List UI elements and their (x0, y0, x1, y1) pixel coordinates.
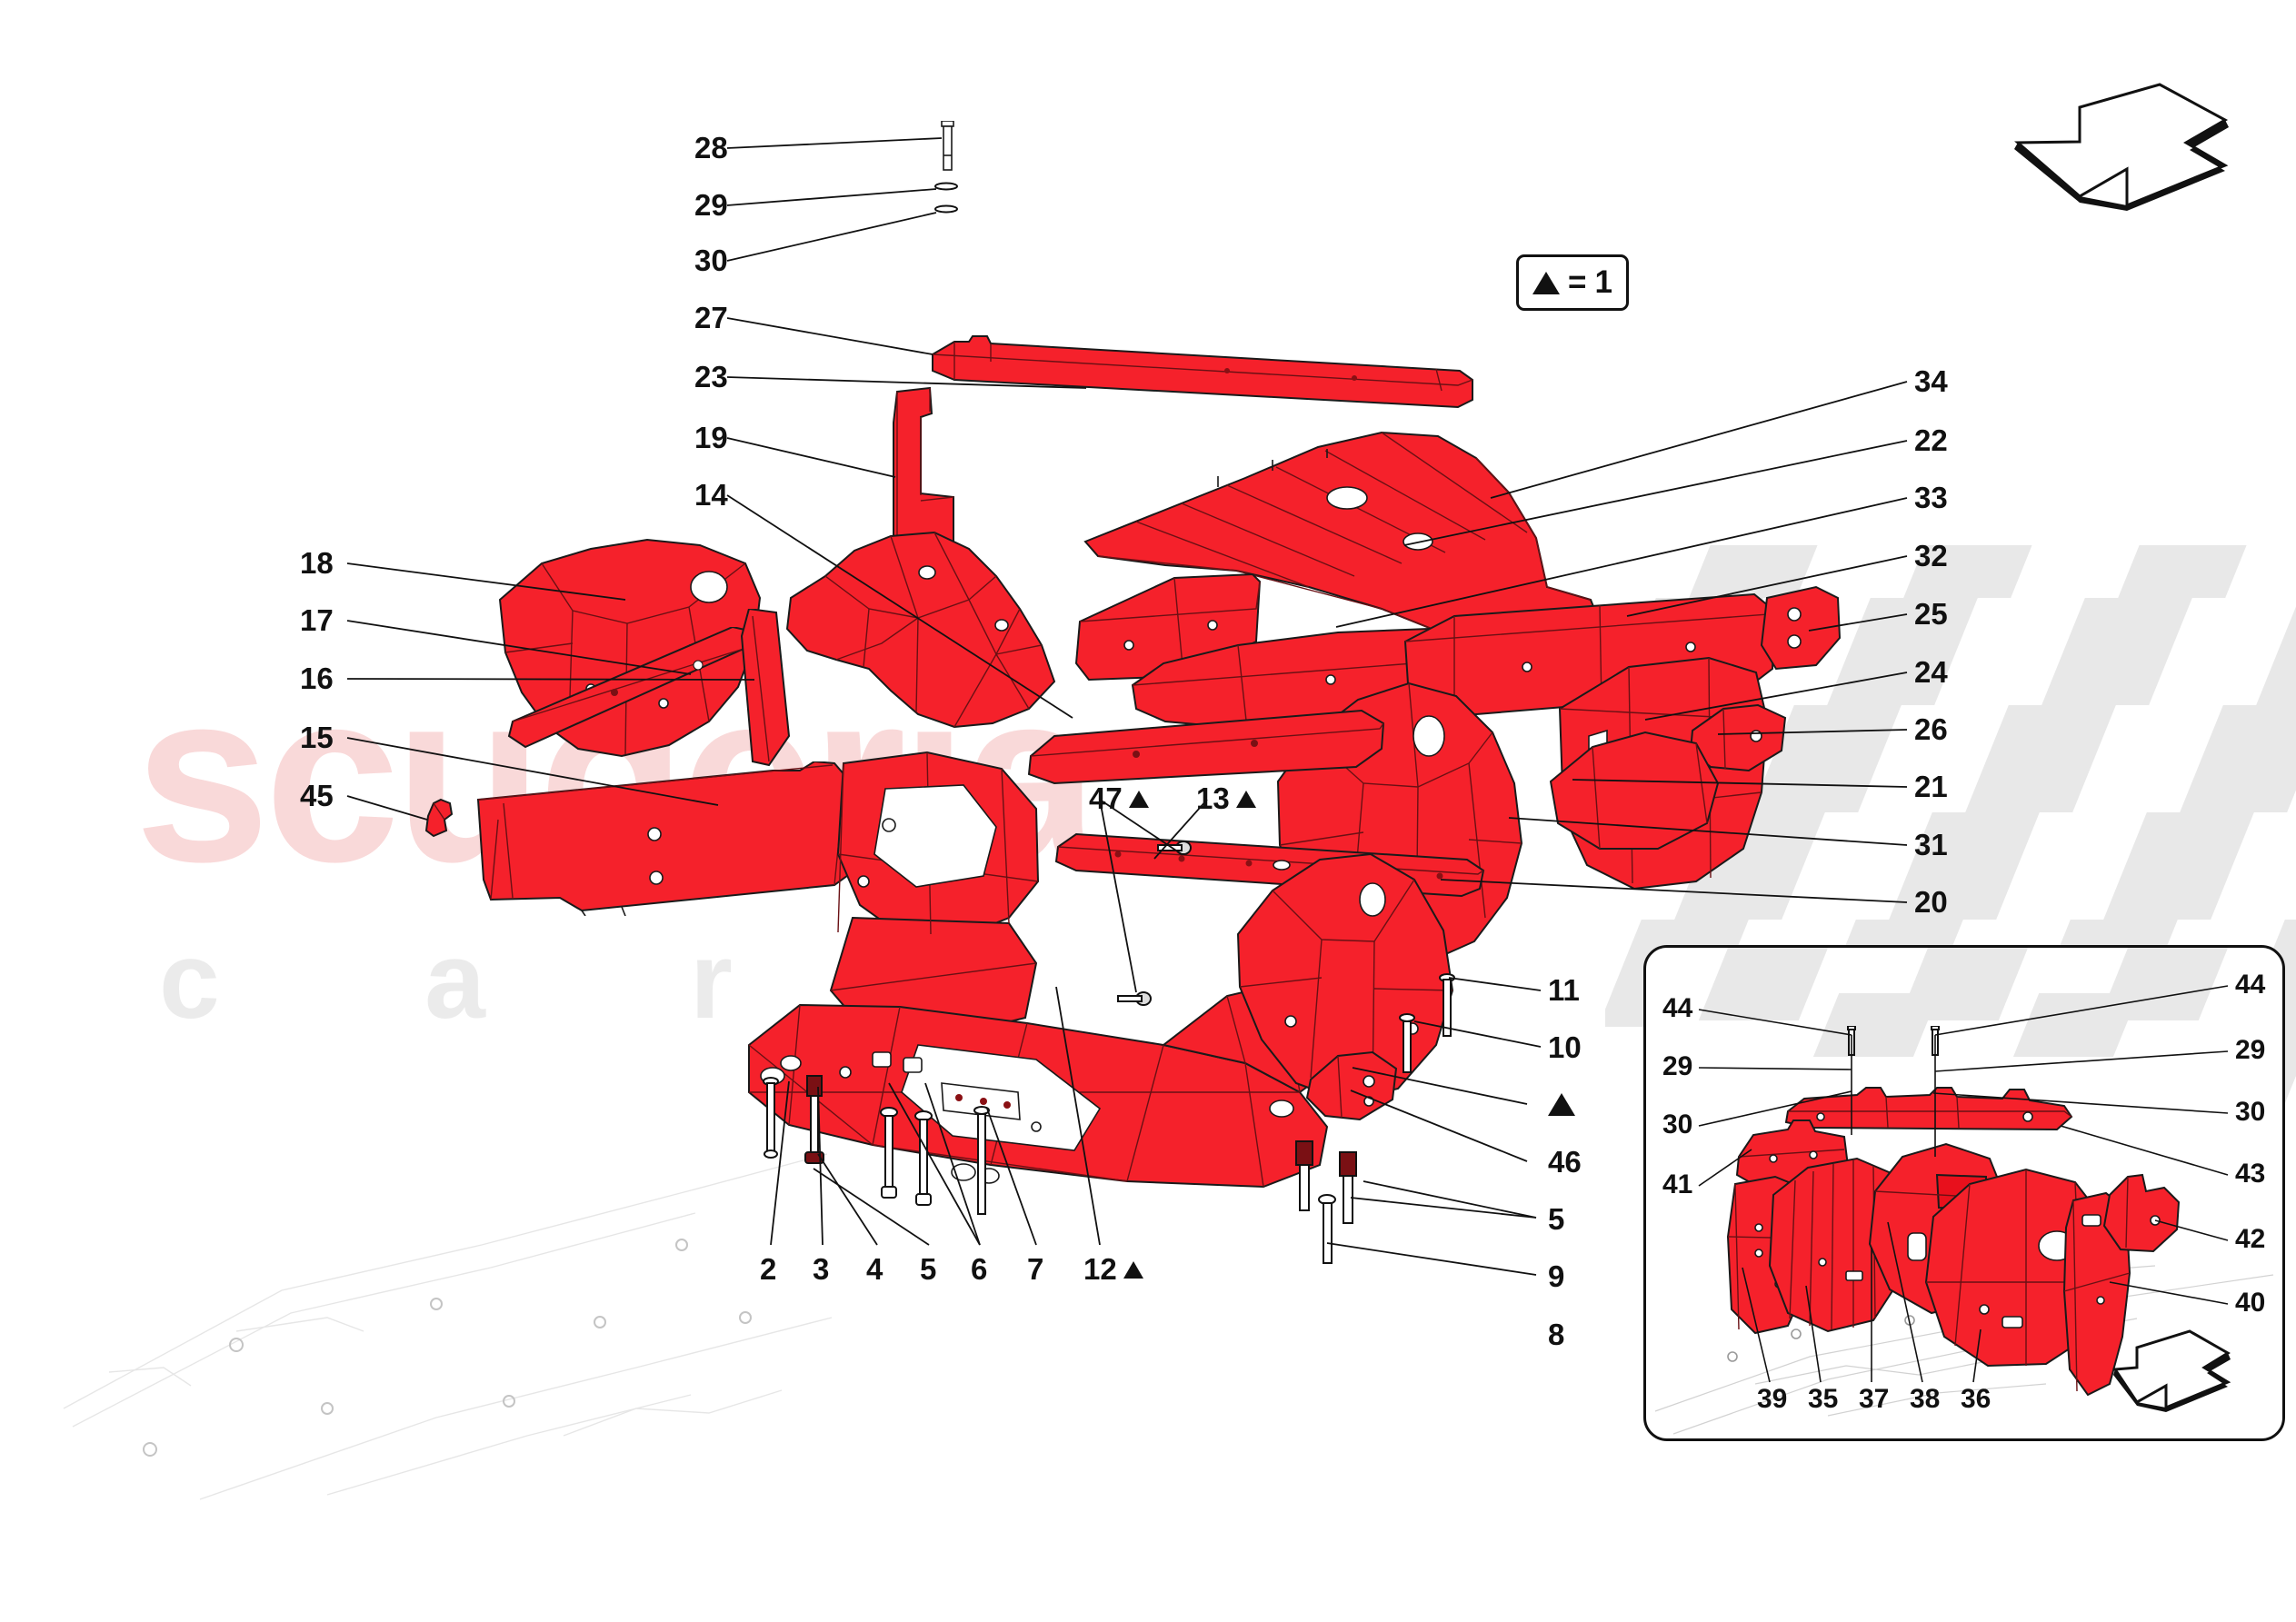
callout-12: 12 (1083, 1254, 1143, 1284)
part-washer-29 (934, 182, 958, 191)
inset-callout-30-left: 30 (1662, 1110, 1693, 1139)
part-clip-45 (424, 798, 454, 838)
inset-callout-38: 38 (1910, 1384, 1941, 1414)
part-rail-17 (507, 627, 751, 749)
part-fasteners-bottom-right (1295, 973, 1455, 1264)
part-rail-14 (1027, 709, 1385, 785)
orientation-arrow-top (1982, 55, 2281, 227)
inset-callout-41: 41 (1662, 1169, 1693, 1199)
callout-22: 22 (1914, 423, 1948, 457)
inset-callout-40: 40 (2235, 1288, 2266, 1318)
callout-14: 14 (694, 478, 728, 512)
callout-31: 31 (1914, 828, 1948, 861)
part-washer-30 (934, 204, 958, 214)
callout-18: 18 (300, 546, 334, 580)
legend-box: = 1 (1516, 254, 1629, 311)
legend-triangle-icon (1532, 271, 1561, 294)
callout-4: 4 (866, 1252, 883, 1286)
inset-detail-panel: 44 29 30 41 44 29 30 43 42 40 39 35 37 3… (1643, 945, 2285, 1441)
callout-7: 7 (1027, 1252, 1044, 1286)
inset-callout-30-right: 30 (2235, 1097, 2266, 1127)
callout-17: 17 (300, 603, 334, 637)
callout-46: 46 (1548, 1145, 1582, 1179)
callout-15: 15 (300, 721, 334, 754)
callout-5-right: 5 (1548, 1202, 1565, 1236)
inset-part-bracket-42 (2102, 1173, 2181, 1253)
inset-leader-lines (1698, 985, 2229, 1383)
flag-square (2180, 705, 2296, 812)
callout-32: 32 (1914, 539, 1948, 572)
part-rear-node-20 (1236, 852, 1454, 1103)
callout-27: 27 (694, 301, 728, 334)
inset-part-rail-43 (1784, 1087, 2073, 1131)
callout-11: 11 (1548, 973, 1580, 1007)
callout-21: 21 (1914, 770, 1948, 803)
part-crossbeam-27 (932, 335, 1473, 409)
inset-part-panel-35 (1768, 1157, 1904, 1333)
callout-25: 25 (1914, 597, 1948, 631)
inset-callout-36: 36 (1961, 1384, 1992, 1414)
part-bolt-28 (941, 121, 954, 171)
callout-24: 24 (1914, 655, 1948, 689)
callout-19: 19 (694, 421, 728, 454)
flag-square (2041, 598, 2192, 705)
callout-5: 5 (920, 1252, 937, 1286)
callout-3: 3 (813, 1252, 830, 1286)
flag-square (2103, 812, 2254, 920)
callout-triangle-marker (1548, 1093, 1575, 1116)
flag-square (2256, 598, 2296, 705)
inset-callout-39: 39 (1757, 1384, 1788, 1414)
callout-34: 34 (1914, 364, 1948, 398)
callout-6: 6 (971, 1252, 988, 1286)
callout-9: 9 (1548, 1259, 1565, 1293)
inset-callout-44-left: 44 (1662, 993, 1693, 1023)
callout-47: 47 (1089, 783, 1149, 813)
callout-13: 13 (1196, 783, 1256, 813)
callout-16: 16 (300, 662, 334, 695)
callout-23: 23 (694, 360, 728, 393)
inset-callout-29-left: 29 (1662, 1051, 1693, 1081)
callout-30: 30 (694, 244, 728, 277)
callout-28: 28 (694, 131, 728, 164)
part-structure-21 (1549, 731, 1720, 850)
callout-2: 2 (760, 1252, 777, 1286)
flag-square (1889, 812, 2040, 920)
callout-10: 10 (1548, 1030, 1582, 1064)
legend-equals: = (1568, 264, 1587, 300)
inset-callout-44-right: 44 (2235, 970, 2266, 1000)
inset-callout-29-right: 29 (2235, 1035, 2266, 1065)
inset-callout-42: 42 (2235, 1224, 2266, 1254)
callout-29: 29 (694, 188, 728, 222)
ghost-underlay-drawing (63, 1153, 833, 1500)
part-node-19 (785, 531, 1056, 729)
callout-8: 8 (1548, 1318, 1565, 1351)
orientation-arrow-inset (2110, 1318, 2255, 1428)
callout-45: 45 (300, 779, 334, 812)
inset-callout-35: 35 (1808, 1384, 1839, 1414)
callout-26: 26 (1914, 712, 1948, 746)
part-fasteners-bottom-left (763, 1075, 990, 1215)
flag-square (2118, 545, 2269, 598)
callout-33: 33 (1914, 481, 1948, 514)
part-bolt-47b (1117, 991, 1152, 1006)
inset-callout-43: 43 (2235, 1159, 2266, 1189)
legend-value: 1 (1594, 264, 1612, 300)
flag-square (1965, 705, 2116, 812)
callout-20: 20 (1914, 885, 1948, 919)
inset-callout-37: 37 (1859, 1384, 1890, 1414)
